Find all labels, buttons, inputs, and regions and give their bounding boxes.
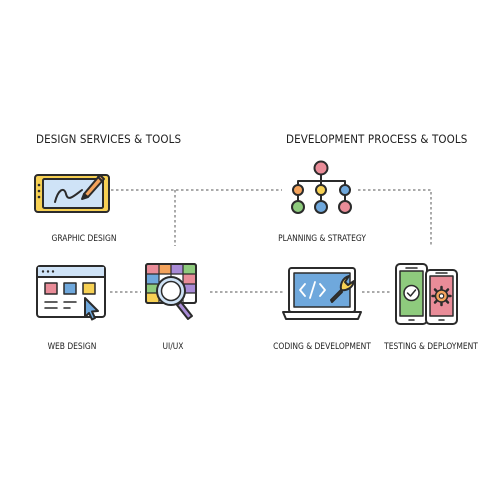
coding-development-label: CODING & DEVELOPMENT [273,341,371,351]
design-services-heading: DESIGN SERVICES & TOOLS [36,132,182,146]
connector-planning-to-testing [358,189,432,246]
development-process-heading: DEVELOPMENT PROCESS & TOOLS [286,132,468,146]
testing-deployment-label: TESTING & DEPLOYMENT [384,341,478,351]
planning-strategy-label: PLANNING & STRATEGY [278,233,366,243]
ui-ux-label: UI/UX [162,341,184,351]
web-design-label: WEB DESIGN [47,341,97,351]
graphic-design-label: GRAPHIC DESIGN [51,233,117,243]
